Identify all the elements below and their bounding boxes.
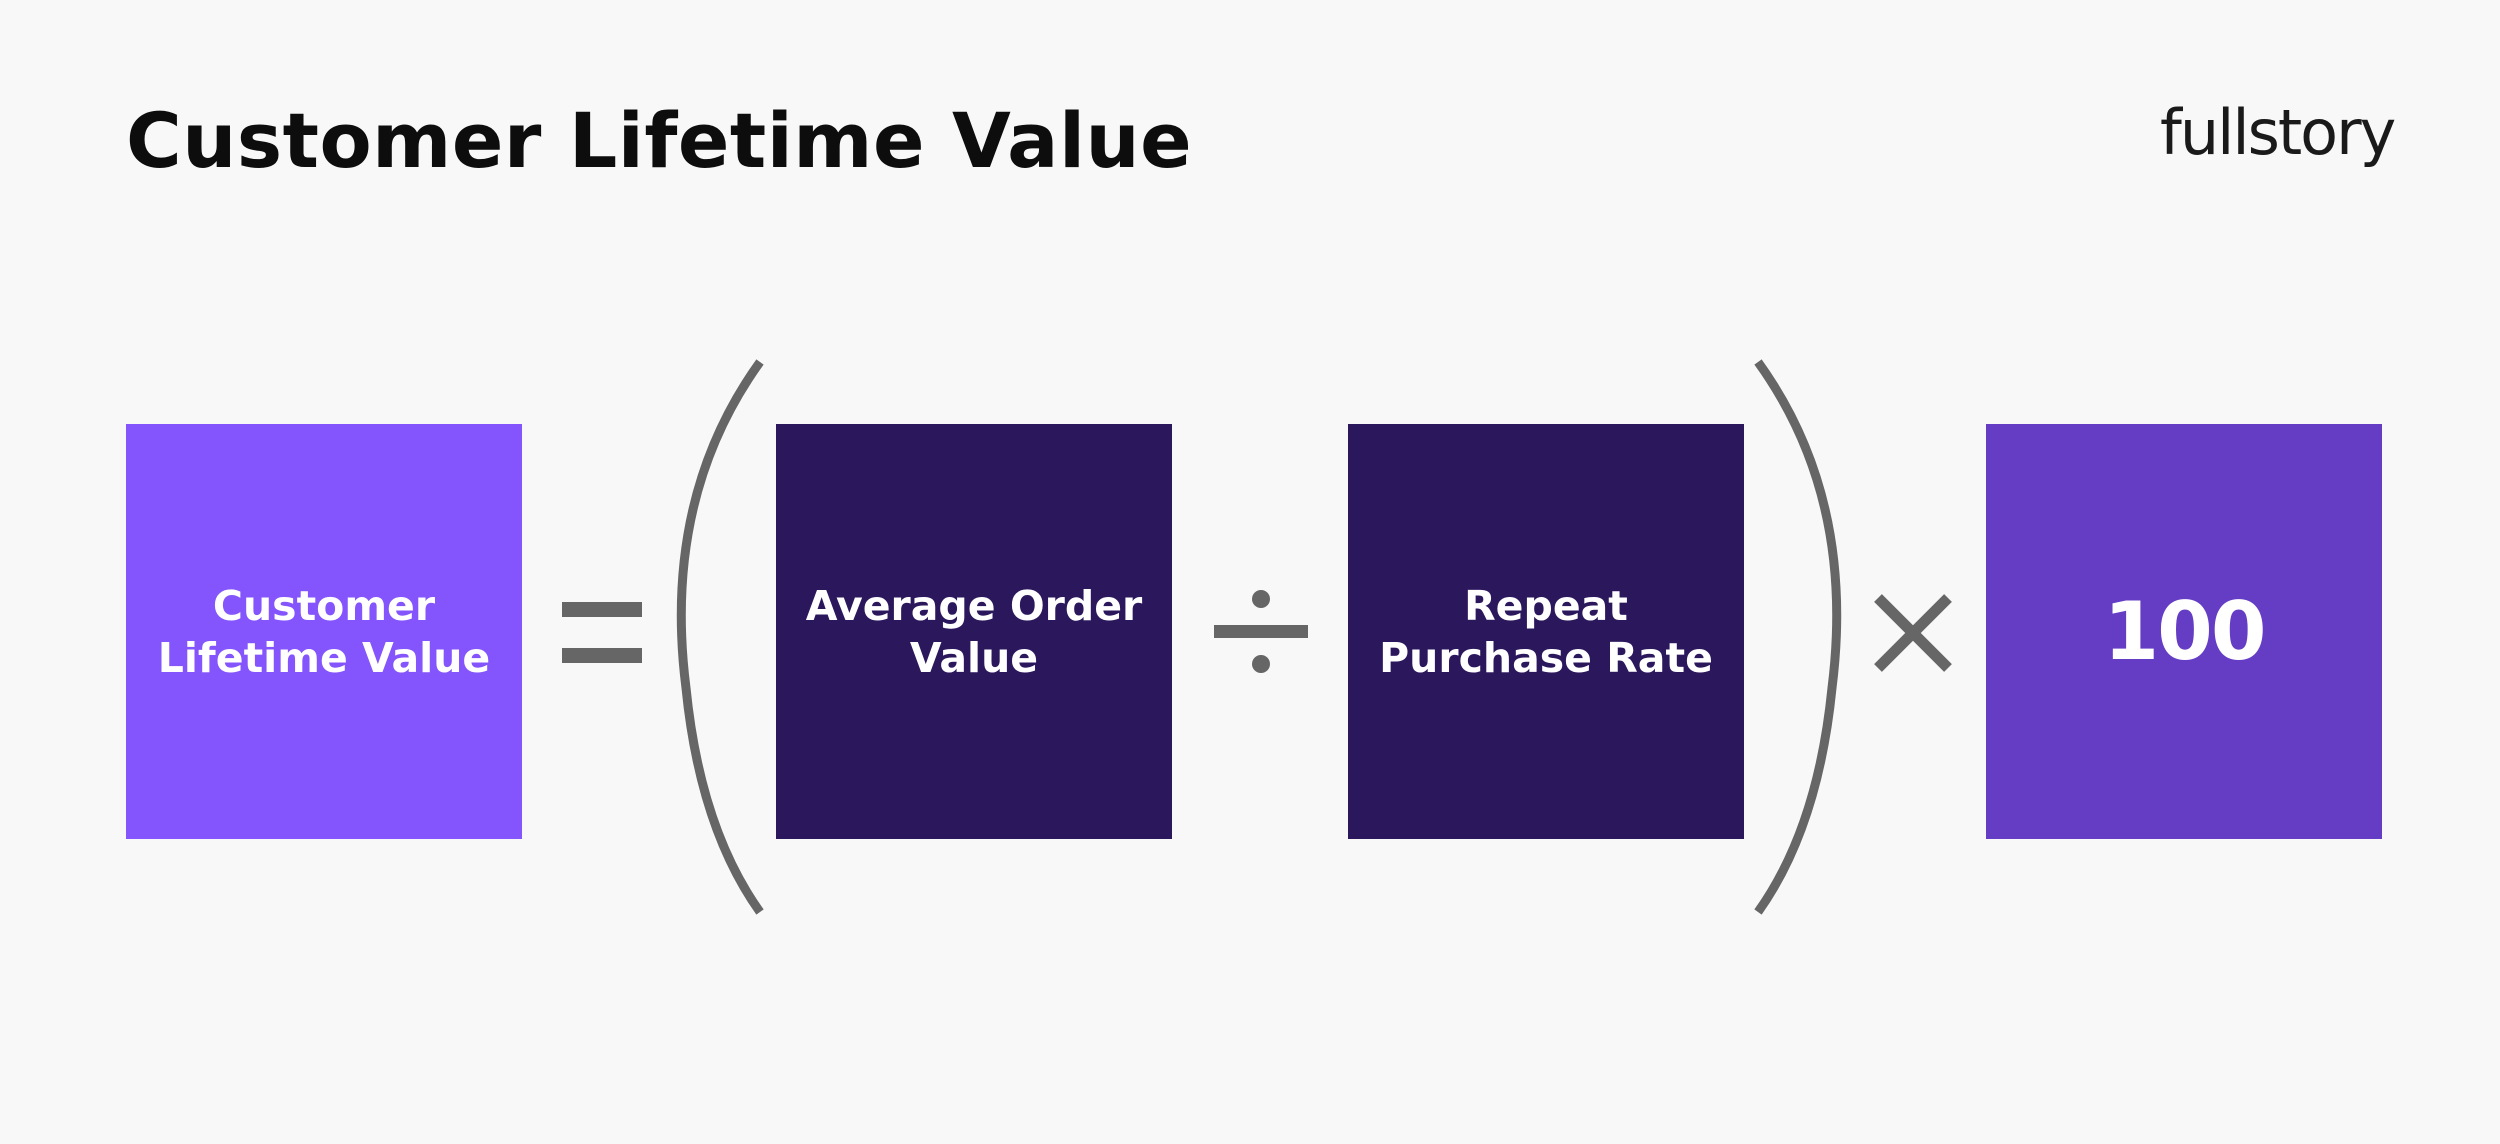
repeat-purchase-rate-box: Repeat Purchase Rate [1348, 424, 1744, 839]
customer-lifetime-value-label: Customer Lifetime Value [157, 581, 491, 682]
left-parenthesis-icon [676, 359, 764, 915]
right-parenthesis-icon [1754, 359, 1842, 915]
repeat-purchase-rate-label: Repeat Purchase Rate [1379, 581, 1713, 682]
page-title: Customer Lifetime Value [126, 96, 1193, 185]
fullstory-logo: fullstory [2160, 96, 2396, 169]
average-order-value-label: Average Order Value [805, 581, 1143, 682]
multiply-icon [1874, 594, 1952, 672]
customer-lifetime-value-box: Customer Lifetime Value [126, 424, 522, 839]
multiplier-100-label: 100 [2103, 584, 2267, 678]
divide-icon [1214, 590, 1308, 673]
average-order-value-box: Average Order Value [776, 424, 1172, 839]
multiplier-100-box: 100 [1986, 424, 2382, 839]
equals-icon [562, 602, 642, 663]
